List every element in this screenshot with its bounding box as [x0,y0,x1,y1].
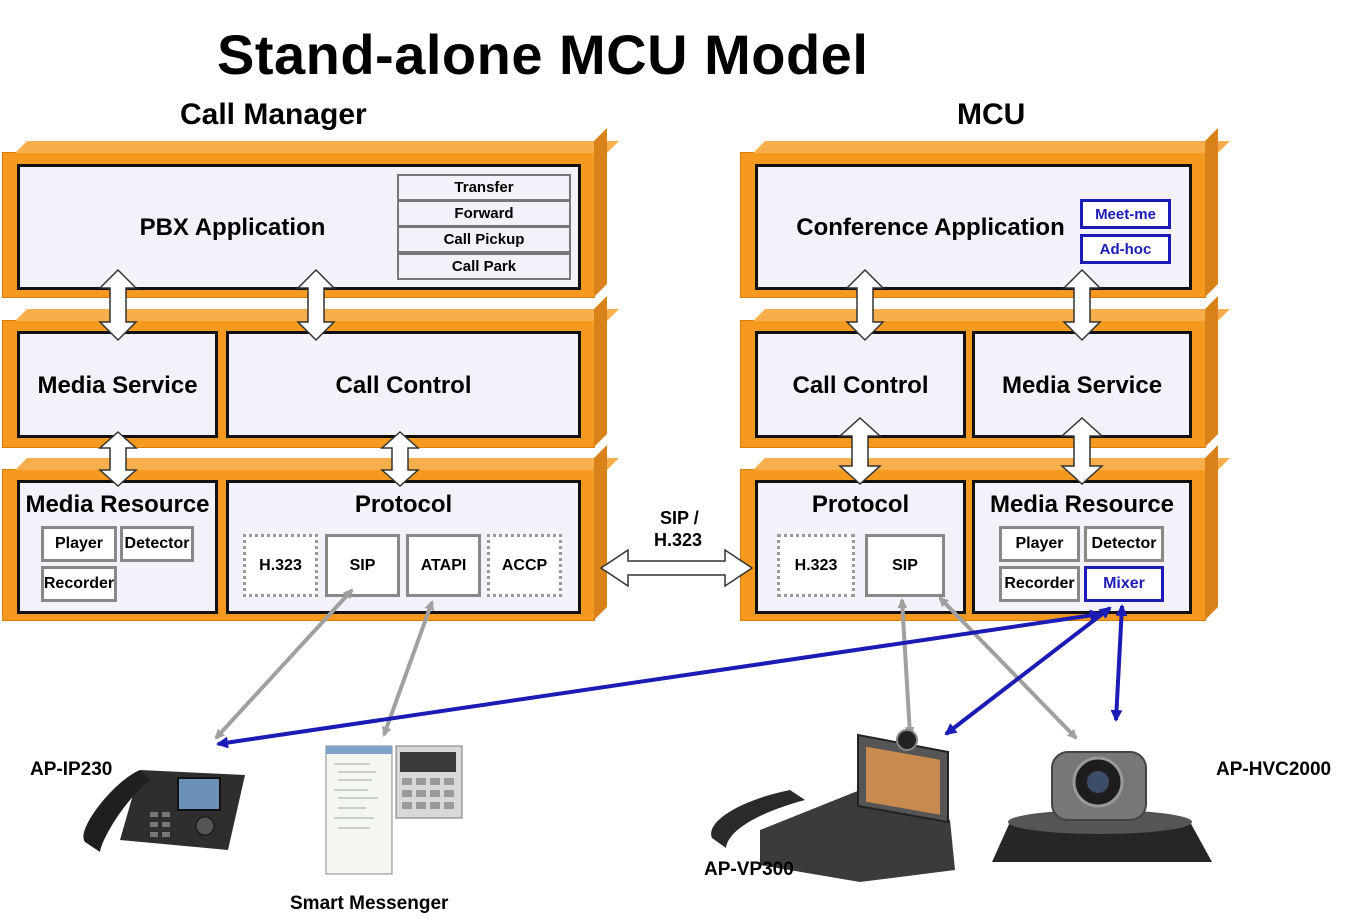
feature-ad-hoc: Ad-hoc [1080,234,1171,264]
cm-recorder: Recorder [41,566,117,602]
mcu-player: Player [999,526,1080,562]
blue-links [216,604,1128,749]
layer-arrows [98,268,1104,588]
page-title: Stand-alone MCU Model [217,23,869,86]
arrow-mcu-app-call [845,268,885,342]
smart-messenger-image [325,745,463,875]
device-label-vp300: AP-VP300 [704,859,794,880]
feature-call-park: Call Park [397,253,571,280]
ip230-phone-image [83,770,245,852]
hvc2000-camera-image [992,751,1212,862]
link-mixer-hvc2000 [1110,604,1128,722]
cm-player: Player [41,526,117,562]
link-label-h323: H.323 [654,530,703,550]
mcu-detector: Detector [1084,526,1164,562]
cm-atapi: ATAPI [406,534,481,597]
arrow-cm-call-protocol [380,430,420,488]
vp300-phone-image [711,729,955,882]
mcu-sip: SIP [865,534,945,597]
arrow-mcu-media-resource [1060,416,1104,486]
device-label-messenger: Smart Messenger [290,893,449,914]
cm-call-control: Call Control [226,331,581,438]
device-label-hvc2000: AP-HVC2000 [1216,759,1332,780]
cm-detector: Detector [120,526,194,562]
mcu-title: MCU [957,98,1026,131]
cm-accp: ACCP [487,534,562,597]
feature-meet-me: Meet-me [1080,199,1171,229]
call-manager-title: Call Manager [180,98,367,131]
arrow-mcu-call-protocol [838,416,882,486]
arrow-cm-app-media [98,268,138,342]
link-mixer-ip230 [216,609,1102,749]
mcu-h323: H.323 [777,534,855,597]
link-sip-ip230 [214,588,354,740]
link-label-sip: SIP / [660,508,699,528]
arrow-cm-media-resource [98,430,138,488]
arrow-sip-h323-link [599,548,754,588]
feature-call-pickup: Call Pickup [397,226,571,253]
arrow-mcu-app-media [1062,268,1102,342]
link-mixer-vp300 [944,606,1112,736]
cm-media-service: Media Service [17,331,218,438]
mcu-mixer: Mixer [1084,566,1164,602]
link-mcu-sip-vp300 [897,598,915,737]
gray-links [214,588,1078,740]
cm-sip: SIP [325,534,400,597]
arrow-cm-app-call [296,268,336,342]
device-label-ip230: AP-IP230 [30,759,113,780]
